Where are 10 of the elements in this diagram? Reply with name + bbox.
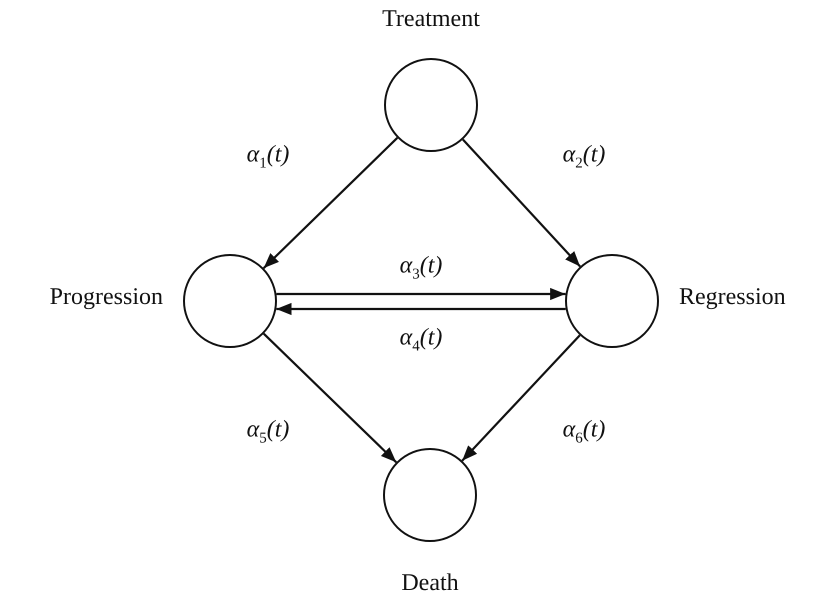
arrow — [262, 137, 398, 269]
arrow — [461, 334, 581, 462]
state-label: Death — [401, 570, 459, 597]
state-label: Treatment — [382, 6, 480, 33]
state-label: Progression — [50, 284, 163, 311]
arrow — [462, 138, 581, 268]
arrow — [276, 302, 566, 316]
arrow — [276, 288, 566, 300]
state-label: Regression — [679, 284, 786, 311]
arrow — [262, 332, 398, 464]
